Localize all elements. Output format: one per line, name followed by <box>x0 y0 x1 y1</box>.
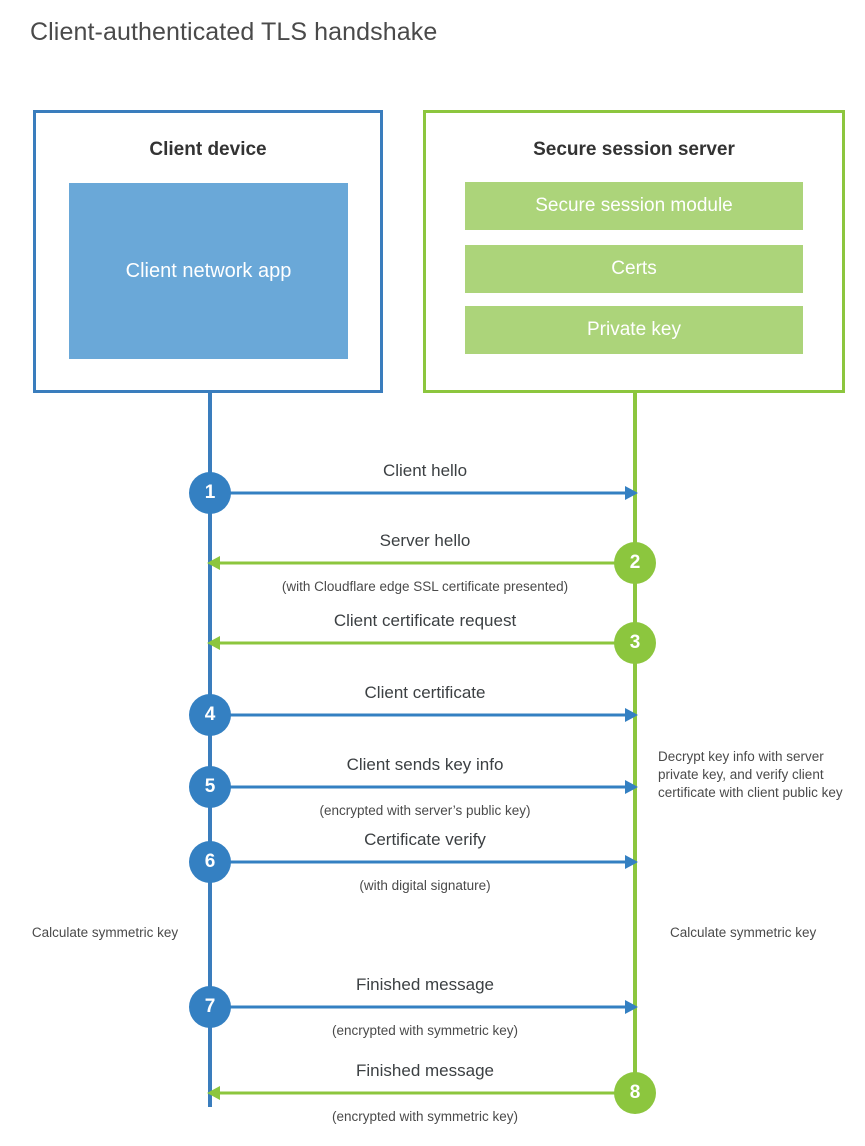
server-component-secure-session-module: Secure session module <box>465 182 803 230</box>
step-sublabel-8: (encrypted with symmetric key) <box>331 1109 519 1124</box>
arrow-shaft-1 <box>210 491 625 495</box>
arrow-head-2 <box>207 556 220 570</box>
step-label-5: Client sends key info <box>346 755 504 774</box>
secure-session-server-box: Secure session server Secure session mod… <box>423 110 845 393</box>
arrow-head-8 <box>207 1086 220 1100</box>
step-badge-4[interactable]: 4 <box>189 694 231 736</box>
step-badge-2[interactable]: 2 <box>614 542 656 584</box>
arrow-head-4 <box>625 708 638 722</box>
client-lifeline <box>208 391 212 1107</box>
arrow-shaft-2 <box>220 561 635 565</box>
secure-session-server-title: Secure session server <box>533 139 735 160</box>
step-label-4: Client certificate <box>364 683 486 702</box>
server-component-certs: Certs <box>465 245 803 293</box>
note-calculate-symmetric-key-server: Calculate symmetric key <box>670 925 817 940</box>
note-calculate-symmetric-key-client: Calculate symmetric key <box>31 925 179 940</box>
arrow-head-7 <box>625 1000 638 1014</box>
step-sublabel-5: (encrypted with server’s public key) <box>319 803 531 818</box>
client-network-app-block: Client network app <box>69 183 348 359</box>
step-badge-5[interactable]: 5 <box>189 766 231 808</box>
step-label-6: Certificate verify <box>364 830 486 849</box>
step-sublabel-2: (with Cloudflare edge SSL certificate pr… <box>281 579 569 594</box>
step-sublabel-6: (with digital signature) <box>359 878 491 893</box>
arrow-shaft-4 <box>210 713 625 717</box>
arrow-head-6 <box>625 855 638 869</box>
step-badge-8[interactable]: 8 <box>614 1072 656 1114</box>
arrow-shaft-5 <box>210 785 625 789</box>
client-device-box: Client device Client network app <box>33 110 383 393</box>
arrow-head-3 <box>207 636 220 650</box>
arrow-shaft-8 <box>220 1091 635 1095</box>
step-badge-7[interactable]: 7 <box>189 986 231 1028</box>
arrow-head-1 <box>625 486 638 500</box>
arrow-head-5 <box>625 780 638 794</box>
server-component-private-key: Private key <box>465 306 803 354</box>
step-label-8: Finished message <box>356 1061 494 1080</box>
step-badge-3[interactable]: 3 <box>614 622 656 664</box>
client-device-title: Client device <box>149 139 267 160</box>
arrow-shaft-3 <box>220 641 635 645</box>
step-label-3: Client certificate request <box>333 611 517 630</box>
page-title: Client-authenticated TLS handshake <box>30 18 438 46</box>
step-sublabel-7: (encrypted with symmetric key) <box>331 1023 519 1038</box>
step-label-7: Finished message <box>356 975 494 994</box>
server-lifeline <box>633 391 637 1093</box>
step-label-2: Server hello <box>379 531 471 550</box>
step-badge-1[interactable]: 1 <box>189 472 231 514</box>
arrow-shaft-6 <box>210 860 625 864</box>
arrow-shaft-7 <box>210 1005 625 1009</box>
step-label-1: Client hello <box>382 461 468 480</box>
step-badge-6[interactable]: 6 <box>189 841 231 883</box>
note-decrypt-key-info: Decrypt key info with server private key… <box>658 749 843 800</box>
